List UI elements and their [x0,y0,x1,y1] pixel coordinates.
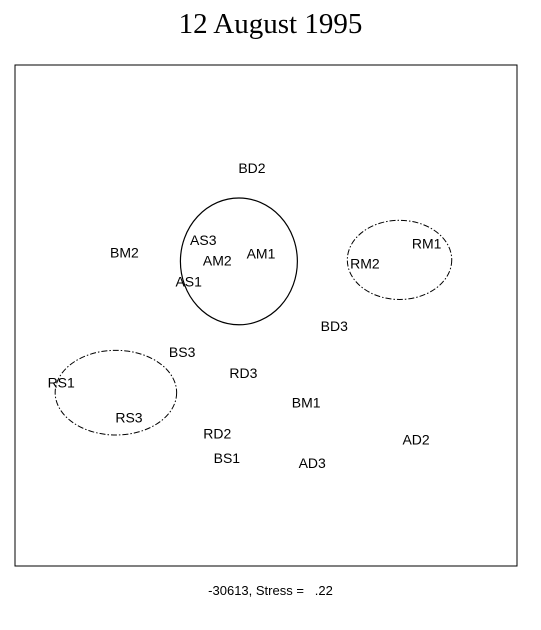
point-label-am2: AM2 [203,252,232,268]
point-label-bs3: BS3 [169,344,196,360]
cluster-ellipse-1 [179,197,298,326]
point-label-rd2: RD2 [203,426,231,442]
chart-title: 12 August 1995 [178,8,363,40]
point-label-rm2: RM2 [350,255,380,271]
point-label-ad2: AD2 [402,432,429,448]
point-label-bs1: BS1 [214,450,241,466]
cluster-ellipse-2 [346,219,453,300]
point-label-bd3: BD3 [321,318,348,334]
point-label-ad3: AD3 [299,455,326,471]
point-label-bd2: BD2 [238,160,265,176]
point-label-as1: AS1 [175,273,202,289]
point-label-rd3: RD3 [229,365,257,381]
point-label-bm2: BM2 [110,244,139,260]
point-label-rs3: RS3 [115,410,142,426]
stress-footer: -30613, Stress = .22 [208,583,333,598]
point-label-bm1: BM1 [292,395,321,411]
plot-frame [14,64,518,567]
point-label-as3: AS3 [190,232,217,248]
cluster-ellipse-3 [54,349,178,436]
point-label-rm1: RM1 [412,235,442,251]
point-label-rs1: RS1 [48,375,75,391]
point-label-am1: AM1 [247,245,276,261]
cluster-layer [54,197,453,436]
